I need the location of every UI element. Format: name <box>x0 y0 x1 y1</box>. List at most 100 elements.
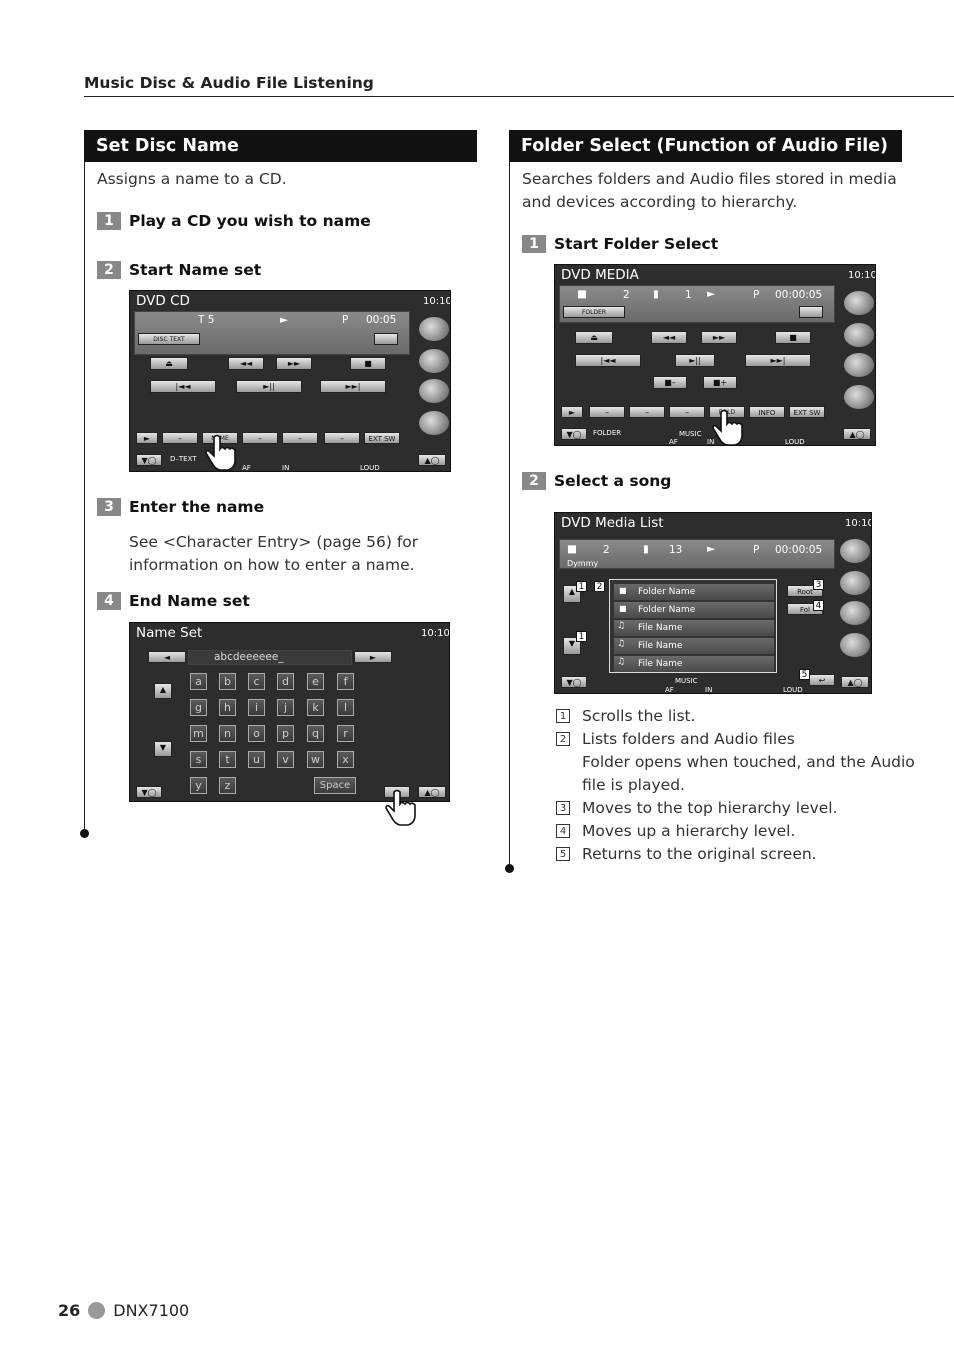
menu-icon[interactable] <box>840 539 870 563</box>
volume-up-button[interactable]: ▲◯ <box>418 786 446 798</box>
source-icon[interactable] <box>419 349 449 373</box>
key-m[interactable]: m <box>190 725 207 742</box>
menu-play-button[interactable]: ► <box>136 432 158 444</box>
menu-play-button[interactable]: ► <box>561 406 583 418</box>
func-button-2[interactable]: – <box>629 406 665 418</box>
next-button[interactable]: ►►| <box>745 354 811 367</box>
audio-icon[interactable] <box>840 601 870 625</box>
source-icon[interactable] <box>840 571 870 595</box>
key-e[interactable]: e <box>307 673 324 690</box>
func-button-4[interactable]: – <box>282 432 318 444</box>
eject-button[interactable]: ⏏ <box>575 331 613 344</box>
volume-up-button[interactable]: ▲◯ <box>843 428 871 440</box>
volume-down-button[interactable]: ▼◯ <box>561 676 587 688</box>
navigation-icon[interactable] <box>844 385 874 409</box>
audio-icon[interactable] <box>844 353 874 377</box>
list-item[interactable]: Folder Name <box>614 584 774 600</box>
scroll-down-button[interactable]: ▼ <box>154 741 172 757</box>
next-button[interactable]: ►►| <box>320 380 386 393</box>
key-b[interactable]: b <box>219 673 236 690</box>
previous-button[interactable]: |◄◄ <box>150 380 216 393</box>
list-item[interactable]: File Name <box>614 620 774 636</box>
play-pause-button[interactable]: ►|| <box>236 380 302 393</box>
screen-title: DVD MEDIA <box>561 267 639 283</box>
fast-forward-button[interactable]: ►► <box>701 331 737 344</box>
func-button-1[interactable]: – <box>589 406 625 418</box>
volume-down-button[interactable]: ▼◯ <box>561 428 587 440</box>
p-indicator: P <box>753 544 760 556</box>
previous-button[interactable]: |◄◄ <box>575 354 641 367</box>
file-list: Folder Name Folder Name File Name File N… <box>609 579 777 673</box>
scroll-button[interactable] <box>799 306 823 318</box>
source-icon[interactable] <box>844 323 874 347</box>
key-h[interactable]: h <box>219 699 236 716</box>
disc-text-button[interactable]: DISC TEXT <box>138 333 200 345</box>
name-entry-field[interactable] <box>188 650 352 665</box>
key-n[interactable]: n <box>219 725 236 742</box>
key-t[interactable]: t <box>219 751 236 768</box>
list-item[interactable]: File Name <box>614 656 774 672</box>
ext-sw-button[interactable]: EXT SW <box>789 406 825 418</box>
key-c[interactable]: c <box>248 673 265 690</box>
cursor-left-button[interactable]: ◄ <box>148 651 186 663</box>
music-note-icon: ♫ <box>617 639 626 649</box>
scroll-up-button[interactable]: ▲ <box>154 683 172 699</box>
key-g[interactable]: g <box>190 699 207 716</box>
menu-icon[interactable] <box>844 291 874 315</box>
key-f[interactable]: f <box>337 673 354 690</box>
cursor-right-button[interactable]: ► <box>354 651 392 663</box>
key-y[interactable]: y <box>190 777 207 794</box>
key-x[interactable]: x <box>337 751 354 768</box>
fast-forward-button[interactable]: ►► <box>276 357 312 370</box>
step-text: Play a CD you wish to name <box>129 212 371 230</box>
scroll-button[interactable] <box>374 333 398 345</box>
menu-icon[interactable] <box>419 317 449 341</box>
stop-button[interactable]: ■ <box>775 331 811 344</box>
key-w[interactable]: w <box>307 751 324 768</box>
key-v[interactable]: v <box>277 751 294 768</box>
list-item[interactable]: File Name <box>614 638 774 654</box>
func-button-1[interactable]: – <box>162 432 198 444</box>
screen-title: DVD Media List <box>561 515 664 531</box>
folder-button[interactable]: FOLDER <box>563 306 625 318</box>
volume-down-button[interactable]: ▼◯ <box>136 454 162 466</box>
ext-sw-button[interactable]: EXT SW <box>364 432 400 444</box>
volume-down-button[interactable]: ▼◯ <box>136 786 162 798</box>
space-key[interactable]: Space <box>314 777 356 794</box>
func-button-3[interactable]: – <box>242 432 278 444</box>
rewind-button[interactable]: ◄◄ <box>651 331 687 344</box>
key-l[interactable]: l <box>337 699 354 716</box>
info-button[interactable]: INFO <box>749 406 785 418</box>
key-z[interactable]: z <box>219 777 236 794</box>
navigation-icon[interactable] <box>419 411 449 435</box>
eject-button[interactable]: ⏏ <box>150 357 188 370</box>
rewind-button[interactable]: ◄◄ <box>228 357 264 370</box>
key-p[interactable]: p <box>277 725 294 742</box>
play-pause-button[interactable]: ►|| <box>675 354 715 367</box>
volume-up-button[interactable]: ▲◯ <box>418 454 446 466</box>
folder-down-button[interactable]: ■– <box>653 376 687 389</box>
key-r[interactable]: r <box>337 725 354 742</box>
key-u[interactable]: u <box>248 751 265 768</box>
key-o[interactable]: o <box>248 725 265 742</box>
list-item[interactable]: Folder Name <box>614 602 774 618</box>
audio-icon[interactable] <box>419 379 449 403</box>
music-note-icon: ♫ <box>617 621 626 631</box>
func-button-5[interactable]: – <box>324 432 360 444</box>
key-k[interactable]: k <box>307 699 324 716</box>
func-button-3[interactable]: – <box>669 406 705 418</box>
stop-button[interactable]: ■ <box>350 357 386 370</box>
key-q[interactable]: q <box>307 725 324 742</box>
key-s[interactable]: s <box>190 751 207 768</box>
key-j[interactable]: j <box>277 699 294 716</box>
key-a[interactable]: a <box>190 673 207 690</box>
navigation-icon[interactable] <box>840 633 870 657</box>
key-d[interactable]: d <box>277 673 294 690</box>
folder-up-button[interactable]: ■+ <box>703 376 737 389</box>
key-i[interactable]: i <box>248 699 265 716</box>
music-label: MUSIC <box>675 677 698 685</box>
return-button[interactable]: ↩ <box>809 674 835 686</box>
legend-number: 3 <box>556 801 570 815</box>
right-intro-line-1: Searches folders and Audio files stored … <box>522 170 897 188</box>
volume-up-button[interactable]: ▲◯ <box>841 676 869 688</box>
